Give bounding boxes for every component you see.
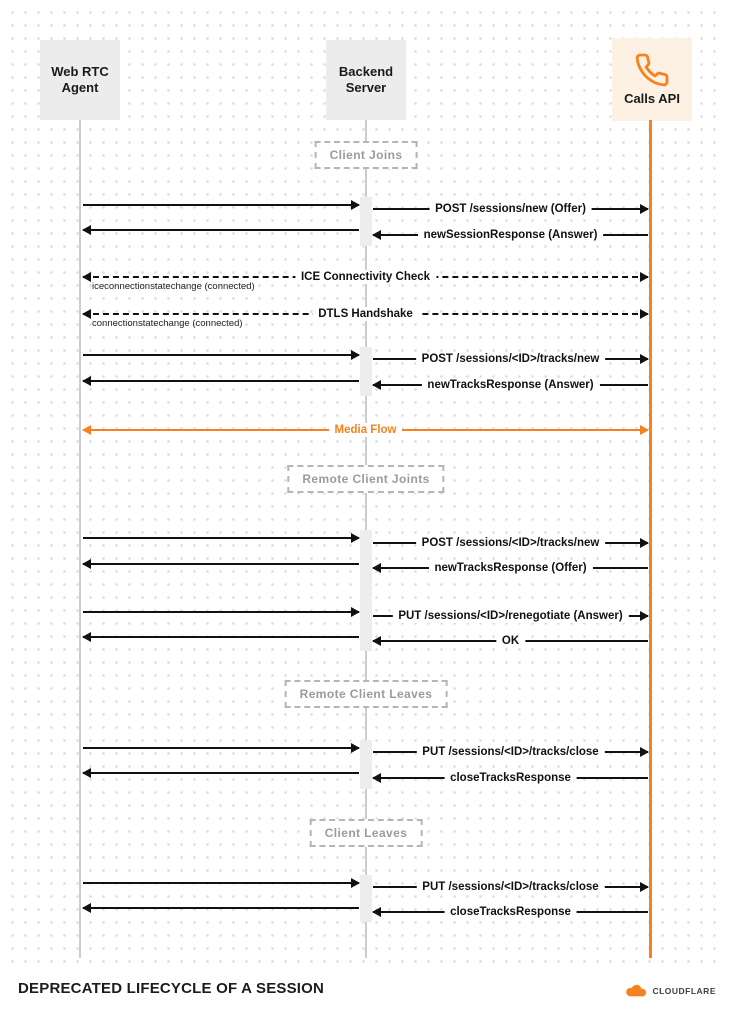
activation-bar [360,530,372,651]
message-label: POST /sessions/<ID>/tracks/new [415,352,606,366]
message-label: PUT /sessions/<ID>/renegotiate (Answer) [392,609,629,623]
arrowhead-left [82,225,91,235]
message-label: DTLS Handshake [312,307,419,321]
message-label: closeTracksResponse [444,771,577,785]
arrowhead-right [351,533,360,543]
event-note: iceconnectionstatechange (connected) [92,281,255,292]
phase-label: Client Leaves [309,819,423,847]
message-line [83,907,359,909]
message-line [83,354,359,356]
actor-webrtc-agent: Web RTC Agent [40,40,120,120]
arrowhead-left [372,636,381,646]
message-label: ICE Connectivity Check [294,270,437,284]
event-note: connectionstatechange (connected) [92,318,243,329]
message-label: PUT /sessions/<ID>/tracks/close [416,880,605,894]
arrowhead-left [82,559,91,569]
message-line [83,636,359,638]
message-line [83,563,359,565]
phase-label: Client Joins [314,141,418,169]
arrowhead-right [640,538,649,548]
message-line [83,537,359,539]
arrowhead-left [82,272,91,282]
message-line [83,882,359,884]
arrowhead-right [640,747,649,757]
arrowhead-right [640,611,649,621]
arrowhead-right [640,204,649,214]
message-line [83,204,359,206]
phase-label: Remote Client Joints [287,465,445,493]
arrowhead-right [351,200,360,210]
cloudflare-logo: CLOUDFLARE [624,984,716,997]
message-line [83,772,359,774]
message-line [83,747,359,749]
arrowhead-right [640,882,649,892]
message-label: POST /sessions/new (Offer) [429,202,592,216]
activation-bar [360,347,372,396]
arrowhead-left [82,632,91,642]
arrowhead-left [82,903,91,913]
diagram-title: DEPRECATED LIFECYCLE OF A SESSION [18,980,325,997]
activation-bar [360,875,372,922]
actor-calls-api: Calls API [612,38,692,121]
actor-backend-server: Backend Server [326,40,406,120]
actor-webrtc-agent-label: Web RTC Agent [51,64,109,95]
arrowhead-right [351,350,360,360]
arrowhead-right [351,878,360,888]
message-label: newTracksResponse (Offer) [428,561,593,575]
arrowhead-right [640,425,649,435]
actor-calls-api-label: Calls API [624,91,680,107]
phase-label: Remote Client Leaves [284,680,448,708]
cloudflare-wordmark: CLOUDFLARE [652,985,716,996]
arrowhead-left [372,907,381,917]
arrowhead-right [351,607,360,617]
message-label: OK [495,634,526,648]
activation-bar [360,740,372,789]
arrowhead-right [640,354,649,364]
arrowhead-left [372,380,381,390]
arrowhead-left [82,768,91,778]
actor-backend-server-label: Backend Server [338,64,394,95]
footer-bar: DEPRECATED LIFECYCLE OF A SESSION CLOUDF… [0,969,732,1019]
arrowhead-left [372,773,381,783]
message-label: Media Flow [328,423,403,437]
message-line [83,380,359,382]
message-label: POST /sessions/<ID>/tracks/new [415,536,606,550]
lifeline-webrtc-agent [79,120,81,958]
arrowhead-left [82,425,91,435]
arrowhead-left [372,563,381,573]
arrowhead-right [640,309,649,319]
arrowhead-left [82,376,91,386]
message-label: newTracksResponse (Answer) [421,378,600,392]
lifeline-calls-api [649,120,652,958]
activation-bar [360,197,372,246]
phone-icon [635,53,669,87]
message-line [83,229,359,231]
arrowhead-left [82,309,91,319]
arrowhead-right [351,743,360,753]
arrowhead-right [640,272,649,282]
arrowhead-left [372,230,381,240]
message-line [83,611,359,613]
cloudflare-cloud-icon [626,984,647,997]
message-label: PUT /sessions/<ID>/tracks/close [416,745,605,759]
message-label: closeTracksResponse [444,905,577,919]
message-label: newSessionResponse (Answer) [417,228,604,242]
